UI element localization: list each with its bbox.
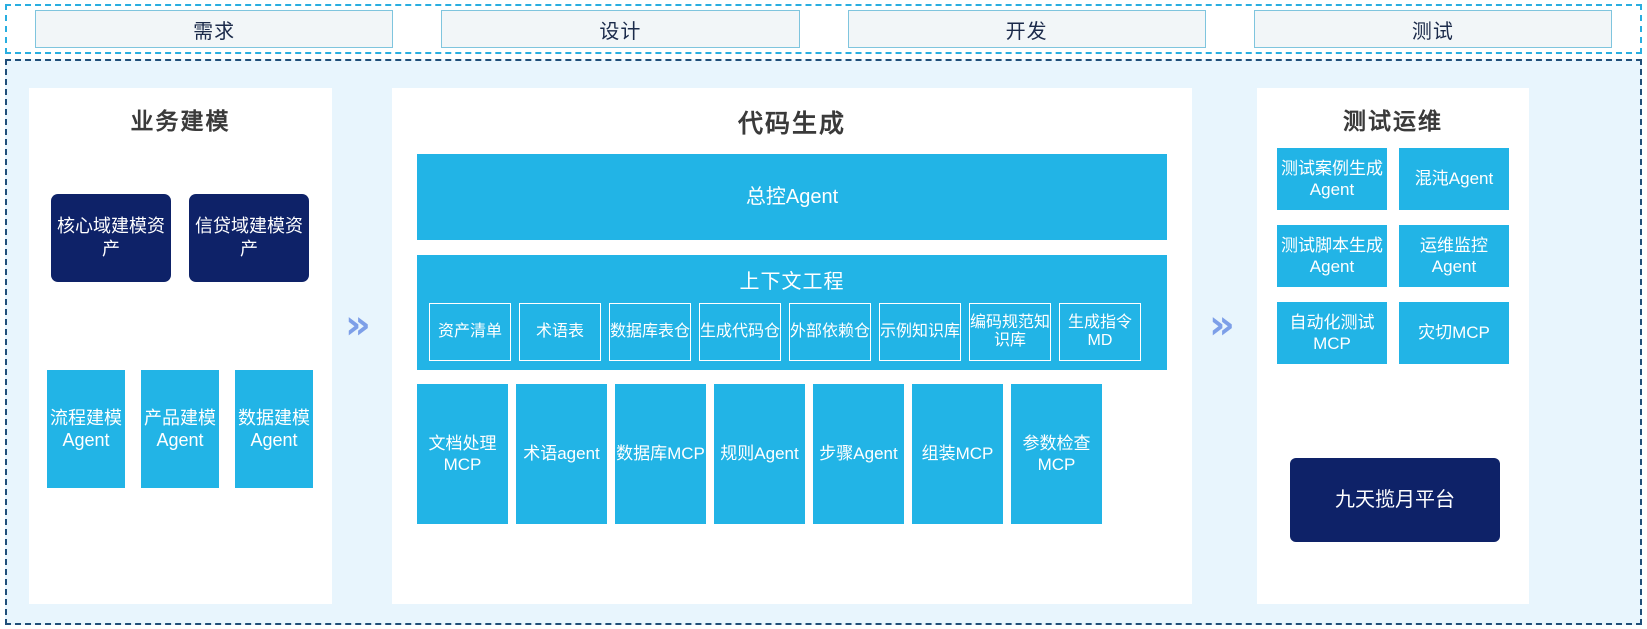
context-item-example-knowledge-base[interactable]: 示例知识库 — [879, 303, 961, 361]
context-items-group: 资产清单 术语表 数据库表仓 生成代码仓 外部依赖仓 示例知识库 编码规范知识库… — [429, 303, 1141, 361]
phase-tab-design[interactable]: 设计 — [441, 10, 800, 48]
phase-tab-label: 需求 — [193, 20, 236, 43]
business-agents-group: 流程建模Agent 产品建模Agent 数据建模Agent — [47, 370, 313, 488]
panel-title: 测试运维 — [1343, 108, 1443, 134]
context-item-generation-instruction-md[interactable]: 生成指令MD — [1059, 303, 1141, 361]
context-item-db-table-repo[interactable]: 数据库表仓 — [609, 303, 691, 361]
test-ops-group: 测试案例生成Agent 混沌Agent 测试脚本生成Agent 运维监控Agen… — [1277, 148, 1509, 364]
business-assets-group: 核心域建模资产 信贷域建模资产 — [51, 194, 309, 282]
tools-group: 文档处理MCP 术语agent 数据库MCP 规则Agent 步骤Agent 组… — [417, 384, 1102, 524]
phase-tab-testing[interactable]: 测试 — [1253, 10, 1612, 48]
master-agent-bar[interactable]: 总控Agent — [417, 154, 1167, 240]
phase-tab-requirements[interactable]: 需求 — [35, 10, 394, 48]
jiutian-lanyue-platform[interactable]: 九天揽月平台 — [1290, 458, 1500, 542]
agent-process-modeling[interactable]: 流程建模Agent — [47, 370, 125, 488]
panel-test-operations: 测试运维 测试案例生成Agent 混沌Agent 测试脚本生成Agent 运维监… — [1257, 88, 1529, 604]
phase-tab-development[interactable]: 开发 — [847, 10, 1206, 48]
context-item-glossary[interactable]: 术语表 — [519, 303, 601, 361]
disaster-switch-mcp[interactable]: 灾切MCP — [1399, 302, 1509, 364]
automated-test-mcp[interactable]: 自动化测试MCP — [1277, 302, 1387, 364]
phase-tab-label: 开发 — [1005, 20, 1048, 43]
tool-terminology-agent[interactable]: 术语agent — [516, 384, 607, 524]
tool-document-processing-mcp[interactable]: 文档处理MCP — [417, 384, 508, 524]
context-item-coding-standard-knowledge-base[interactable]: 编码规范知识库 — [969, 303, 1051, 361]
panel-title: 代码生成 — [737, 110, 846, 138]
main-region: 业务建模 核心域建模资产 信贷域建模资产 流程建模Agent 产品建模Agent… — [5, 59, 1642, 625]
tool-step-agent[interactable]: 步骤Agent — [813, 384, 904, 524]
context-item-asset-list[interactable]: 资产清单 — [429, 303, 511, 361]
flow-chevron-icon: » — [1209, 302, 1235, 348]
tool-assembly-mcp[interactable]: 组装MCP — [912, 384, 1003, 524]
panel-business-modeling: 业务建模 核心域建模资产 信贷域建模资产 流程建模Agent 产品建模Agent… — [29, 88, 332, 604]
asset-core-domain[interactable]: 核心域建模资产 — [51, 194, 171, 282]
context-item-generated-code-repo[interactable]: 生成代码仓 — [699, 303, 781, 361]
context-engineering-block: 上下文工程 资产清单 术语表 数据库表仓 生成代码仓 外部依赖仓 示例知识库 编… — [417, 255, 1167, 370]
panel-code-generation: 代码生成 总控Agent 上下文工程 资产清单 术语表 数据库表仓 生成代码仓 … — [392, 88, 1192, 604]
context-item-external-dependency-repo[interactable]: 外部依赖仓 — [789, 303, 871, 361]
ops-monitoring-agent[interactable]: 运维监控Agent — [1399, 225, 1509, 287]
agent-data-modeling[interactable]: 数据建模Agent — [235, 370, 313, 488]
tool-parameter-check-mcp[interactable]: 参数检查MCP — [1011, 384, 1102, 524]
asset-credit-domain[interactable]: 信贷域建模资产 — [189, 194, 309, 282]
phase-strip: 需求 设计 开发 测试 — [5, 4, 1642, 54]
tool-rule-agent[interactable]: 规则Agent — [714, 384, 805, 524]
test-script-generation-agent[interactable]: 测试脚本生成Agent — [1277, 225, 1387, 287]
context-engineering-title: 上下文工程 — [739, 271, 845, 293]
chaos-agent[interactable]: 混沌Agent — [1399, 148, 1509, 210]
panel-title: 业务建模 — [130, 108, 231, 134]
phase-tab-label: 测试 — [1411, 20, 1454, 43]
tool-database-mcp[interactable]: 数据库MCP — [615, 384, 706, 524]
flow-chevron-icon: » — [345, 302, 371, 348]
test-case-generation-agent[interactable]: 测试案例生成Agent — [1277, 148, 1387, 210]
phase-tab-label: 设计 — [599, 20, 642, 43]
agent-product-modeling[interactable]: 产品建模Agent — [141, 370, 219, 488]
